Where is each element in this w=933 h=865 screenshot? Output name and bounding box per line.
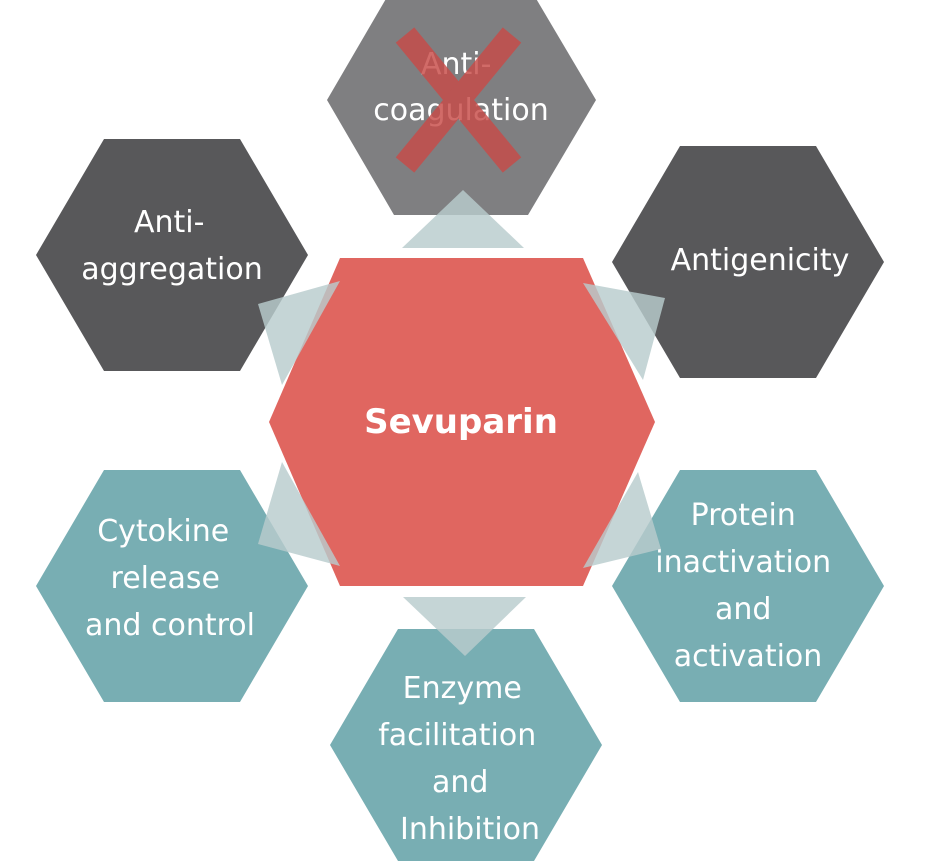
hex-label-line: Antigenicity bbox=[671, 243, 850, 278]
hex-shape bbox=[36, 139, 308, 371]
hex-label-line: aggregation bbox=[81, 252, 263, 287]
arrow-to-enzyme bbox=[403, 597, 526, 656]
hex-antigenicity: Antigenicity bbox=[612, 146, 884, 378]
hex-shape bbox=[612, 146, 884, 378]
hex-label-line: Protein bbox=[691, 498, 796, 533]
hex-label-line: and bbox=[432, 765, 488, 800]
hex-label-line: Inhibition bbox=[400, 812, 540, 847]
svg-text:Enzyme facilitation: Enzyme facilitation and Inhibition bbox=[378, 671, 546, 847]
center-label: Sevuparin bbox=[364, 402, 558, 442]
svg-text:Cytokine release a: Cytokine release and control bbox=[85, 514, 255, 643]
arrow-to-antiaggregation bbox=[258, 281, 340, 385]
cross-mark-icon bbox=[395, 27, 522, 173]
hex-label-line: release bbox=[111, 561, 220, 596]
svg-text:Antigenicity: Antigenicity bbox=[671, 243, 850, 278]
hex-label-line: activation bbox=[674, 639, 823, 674]
hex-enzyme: Enzyme facilitation and Inhibition bbox=[330, 629, 602, 861]
arrow-to-protein bbox=[583, 472, 661, 568]
hex-label-line: Anti- bbox=[134, 205, 204, 240]
hex-cytokine: Cytokine release and control bbox=[36, 470, 308, 702]
hex-shape bbox=[36, 470, 308, 702]
svg-text:Anti- aggregation: Anti- aggregation bbox=[81, 205, 263, 287]
hex-label-line: Cytokine bbox=[97, 514, 229, 549]
hex-antiaggregation: Anti- aggregation bbox=[36, 139, 308, 371]
arrow-to-anticoagulation bbox=[402, 190, 524, 248]
svg-text:Protein inactivation: Protein inactivation and activation bbox=[655, 498, 840, 674]
center-hex-shape bbox=[269, 258, 655, 586]
hex-label-line: and control bbox=[85, 608, 255, 643]
hex-label-line: inactivation bbox=[655, 545, 831, 580]
hex-protein: Protein inactivation and activation bbox=[612, 470, 884, 702]
connector-arrows bbox=[258, 190, 665, 656]
arrow-to-antigenicity bbox=[583, 283, 665, 380]
hex-label-line: and bbox=[715, 592, 771, 627]
center-hexagon: Sevuparin bbox=[269, 258, 655, 586]
hex-label-line: facilitation bbox=[378, 718, 536, 753]
hex-shape bbox=[330, 629, 602, 861]
hex-anticoagulation: Anti- coagulation bbox=[327, 0, 596, 215]
hex-label-line: Enzyme bbox=[403, 671, 522, 706]
hex-shape bbox=[612, 470, 884, 702]
arrow-to-cytokine bbox=[258, 462, 340, 566]
